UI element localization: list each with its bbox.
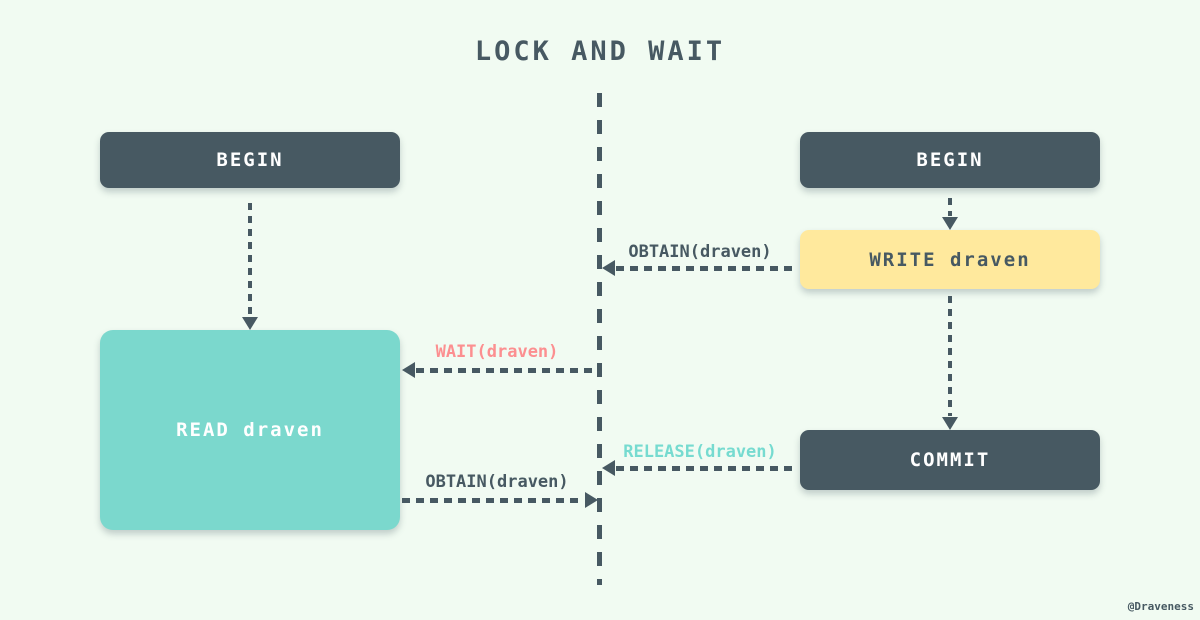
obtain-read-label: OBTAIN(draven) (425, 472, 569, 492)
credit-watermark: @Draveness (1127, 600, 1194, 613)
arrowhead-down-icon (942, 217, 958, 230)
release-arrow (616, 466, 798, 471)
obtain-read-arrow (402, 498, 584, 503)
release-label: RELEASE(draven) (623, 442, 777, 462)
arrowhead-down-icon (242, 317, 258, 330)
read-draven-node: READ draven (100, 330, 400, 530)
arrowhead-right-icon (585, 492, 598, 508)
begin-node-right-label: BEGIN (916, 149, 984, 171)
obtain-write-arrow (616, 266, 798, 271)
arrowhead-left-icon (602, 260, 615, 276)
arrow-begin-to-write (948, 198, 952, 216)
obtain-write-label: OBTAIN(draven) (628, 242, 772, 262)
begin-node-right: BEGIN (800, 132, 1100, 188)
write-draven-node-label: WRITE draven (869, 248, 1031, 271)
read-draven-node-label: READ draven (176, 419, 324, 441)
arrowhead-left-icon (402, 362, 415, 378)
begin-node-left: BEGIN (100, 132, 400, 188)
write-draven-node: WRITE draven (800, 230, 1100, 289)
arrow-begin-to-read (248, 203, 252, 316)
arrowhead-left-icon (602, 460, 615, 476)
wait-arrow (416, 368, 598, 373)
arrow-write-to-commit (948, 296, 952, 416)
commit-node: COMMIT (800, 430, 1100, 490)
lock-timeline-dashed-line (597, 93, 602, 585)
wait-label: WAIT(draven) (435, 342, 559, 362)
begin-node-left-label: BEGIN (216, 149, 284, 171)
diagram-title: LOCK AND WAIT (474, 36, 726, 67)
commit-node-label: COMMIT (909, 449, 991, 471)
arrowhead-down-icon (942, 417, 958, 430)
